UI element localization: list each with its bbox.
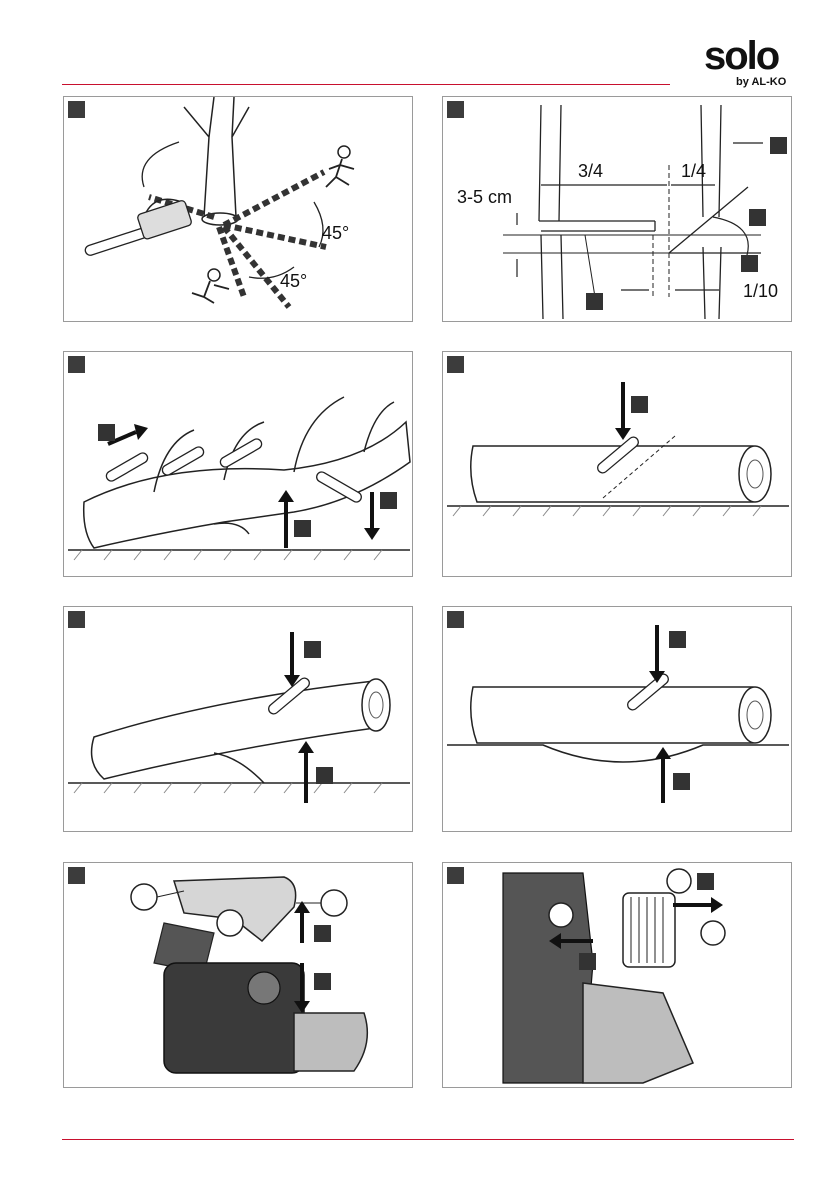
figure-cross-cut-supported bbox=[63, 606, 413, 832]
brand-sub: by AL-KO bbox=[736, 76, 786, 88]
felling-notch-drawing: 3/4 1/4 3-5 cm 1/10 bbox=[443, 97, 792, 322]
header-rule bbox=[62, 84, 670, 85]
cross-cut-ground-drawing bbox=[443, 352, 792, 577]
footer-rule bbox=[62, 1139, 794, 1140]
air-filter-drawing bbox=[443, 863, 792, 1088]
fraction-three-quarters: 3/4 bbox=[578, 161, 603, 181]
figure-cross-cut-ground bbox=[442, 351, 792, 577]
angle-label-a: 45° bbox=[322, 223, 349, 243]
cross-cut-depression-drawing bbox=[443, 607, 792, 832]
figure-cross-cut-depression bbox=[442, 606, 792, 832]
figure-limbing bbox=[63, 351, 413, 577]
figure-remove-cover bbox=[63, 862, 413, 1088]
cross-cut-supported-drawing bbox=[64, 607, 413, 832]
felling-zone-drawing: 45° 45° bbox=[64, 97, 413, 322]
figure-air-filter bbox=[442, 862, 792, 1088]
angle-label-b: 45° bbox=[280, 271, 307, 291]
brand-name: solo bbox=[704, 36, 778, 76]
figure-felling-zone: 45° 45° bbox=[63, 96, 413, 322]
limbing-drawing bbox=[64, 352, 413, 577]
fraction-one-tenth: 1/10 bbox=[743, 281, 778, 301]
brand-logo: solo by AL-KO bbox=[704, 40, 796, 92]
figure-felling-notch: 3/4 1/4 3-5 cm 1/10 bbox=[442, 96, 792, 322]
fraction-one-quarter: 1/4 bbox=[681, 161, 706, 181]
remove-cover-drawing bbox=[64, 863, 413, 1088]
notch-depth-label: 3-5 cm bbox=[457, 187, 512, 207]
